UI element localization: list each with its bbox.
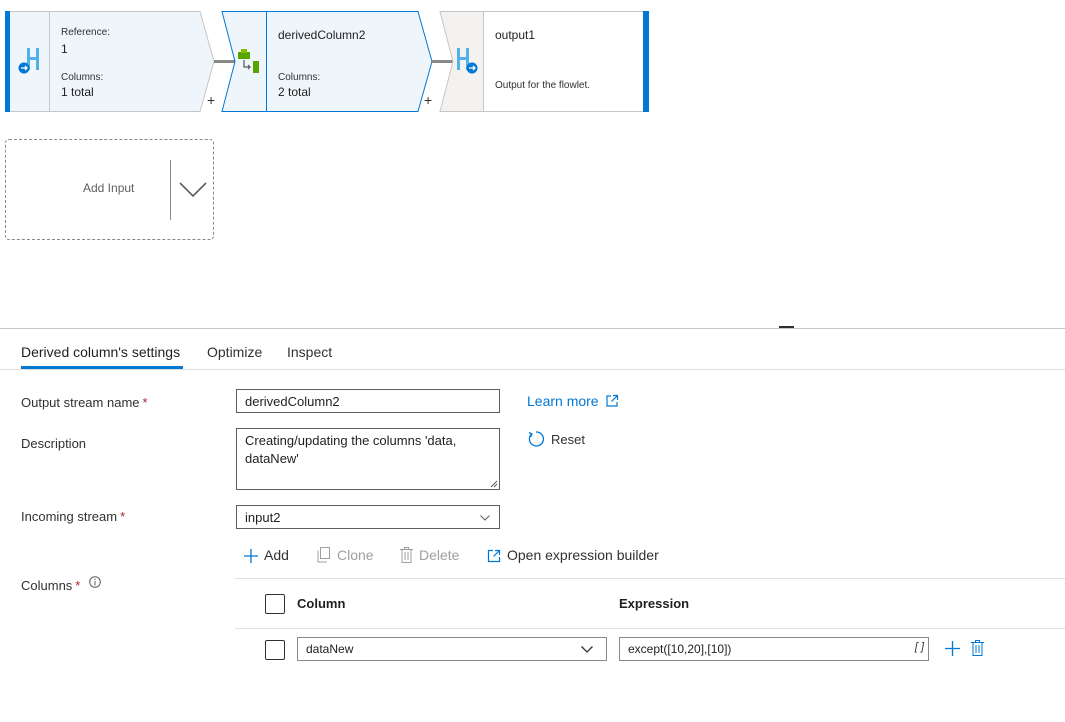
description-label: Description (21, 436, 87, 451)
required-marker: * (75, 578, 81, 593)
external-link-icon (606, 394, 619, 407)
connector-line (214, 60, 235, 63)
delete-row-button[interactable] (971, 640, 984, 659)
expression-builder-icon[interactable]: [ ] (914, 641, 924, 653)
row-checkbox[interactable] (265, 640, 285, 660)
derived-column-node[interactable]: derivedColumn2 Columns: 2 total (221, 11, 433, 112)
tabs-divider (0, 369, 1065, 370)
add-row-button[interactable] (945, 641, 960, 659)
info-icon[interactable] (89, 576, 101, 588)
tab-optimize[interactable]: Optimize (207, 344, 263, 360)
plus-icon (244, 549, 258, 563)
select-all-checkbox[interactable] (265, 594, 285, 614)
trash-icon (971, 640, 984, 656)
panel-resize-handle[interactable] (779, 326, 794, 328)
resize-grip-icon[interactable] (490, 480, 498, 488)
expression-header: Expression (619, 596, 690, 611)
external-link-icon (487, 549, 501, 563)
clone-button[interactable]: Clone (317, 547, 374, 563)
columns-label: Columns* (21, 576, 101, 593)
columns-value: 2 total (278, 85, 311, 99)
refresh-icon (528, 431, 545, 447)
incoming-stream-label: Incoming stream* (21, 509, 126, 524)
grid-top-border (235, 578, 1065, 579)
plus-icon (945, 641, 960, 656)
column-header: Column (297, 596, 346, 611)
output-node[interactable]: output1 Output for the flowlet. (439, 11, 649, 112)
required-marker: * (142, 395, 148, 410)
delete-button[interactable]: Delete (400, 547, 459, 563)
tab-inspect[interactable]: Inspect (287, 344, 333, 360)
add-input-button[interactable]: Add Input (5, 139, 214, 240)
reference-label: Reference: (61, 27, 110, 38)
derived-column-icon (234, 49, 262, 80)
open-expression-builder-button[interactable]: Open expression builder (487, 547, 659, 563)
add-column-button[interactable]: Add (244, 547, 289, 563)
source-node-shape (5, 11, 215, 112)
output-icon (452, 46, 480, 79)
output-stream-name-input[interactable]: derivedColumn2 (236, 389, 500, 413)
add-transform-button[interactable]: + (207, 92, 216, 108)
columns-label: Columns: (61, 72, 104, 83)
derived-node-shape (221, 11, 433, 112)
active-tab-indicator (21, 366, 183, 369)
trash-icon (400, 547, 413, 563)
required-marker: * (120, 509, 126, 524)
derived-node-title: derivedColumn2 (278, 28, 366, 42)
output-node-shape (439, 11, 649, 112)
reset-button[interactable]: Reset (527, 430, 585, 448)
chevron-down-icon[interactable] (179, 182, 207, 201)
connector-line (431, 60, 453, 63)
description-textarea[interactable]: Creating/updating the columns 'data, dat… (236, 428, 500, 490)
columns-value: 1 total (61, 85, 94, 99)
grid-header-border (235, 628, 1065, 629)
panel-divider (0, 328, 1065, 329)
copy-icon (317, 547, 330, 563)
output-node-title: output1 (495, 28, 536, 42)
chevron-down-icon (581, 646, 593, 653)
add-input-label: Add Input (83, 181, 135, 195)
columns-label: Columns: (278, 72, 321, 83)
chevron-down-icon (480, 515, 490, 521)
add-transform-button[interactable]: + (424, 92, 433, 108)
output-stream-name-label: Output stream name* (21, 395, 148, 410)
column-name-dropdown[interactable]: dataNew (297, 637, 607, 661)
source-icon (18, 46, 44, 79)
output-node-description: Output for the flowlet. (495, 80, 591, 91)
expression-input[interactable]: except([10,20],[10]) [ ] (619, 637, 929, 661)
learn-more-link[interactable]: Learn more (527, 393, 619, 409)
reference-value: 1 (61, 42, 68, 56)
source-node[interactable]: Reference: 1 Columns: 1 total (5, 11, 215, 112)
incoming-stream-dropdown[interactable]: input2 (236, 505, 500, 529)
add-input-divider (170, 160, 171, 220)
tab-derived-column-settings[interactable]: Derived column's settings (21, 344, 181, 360)
